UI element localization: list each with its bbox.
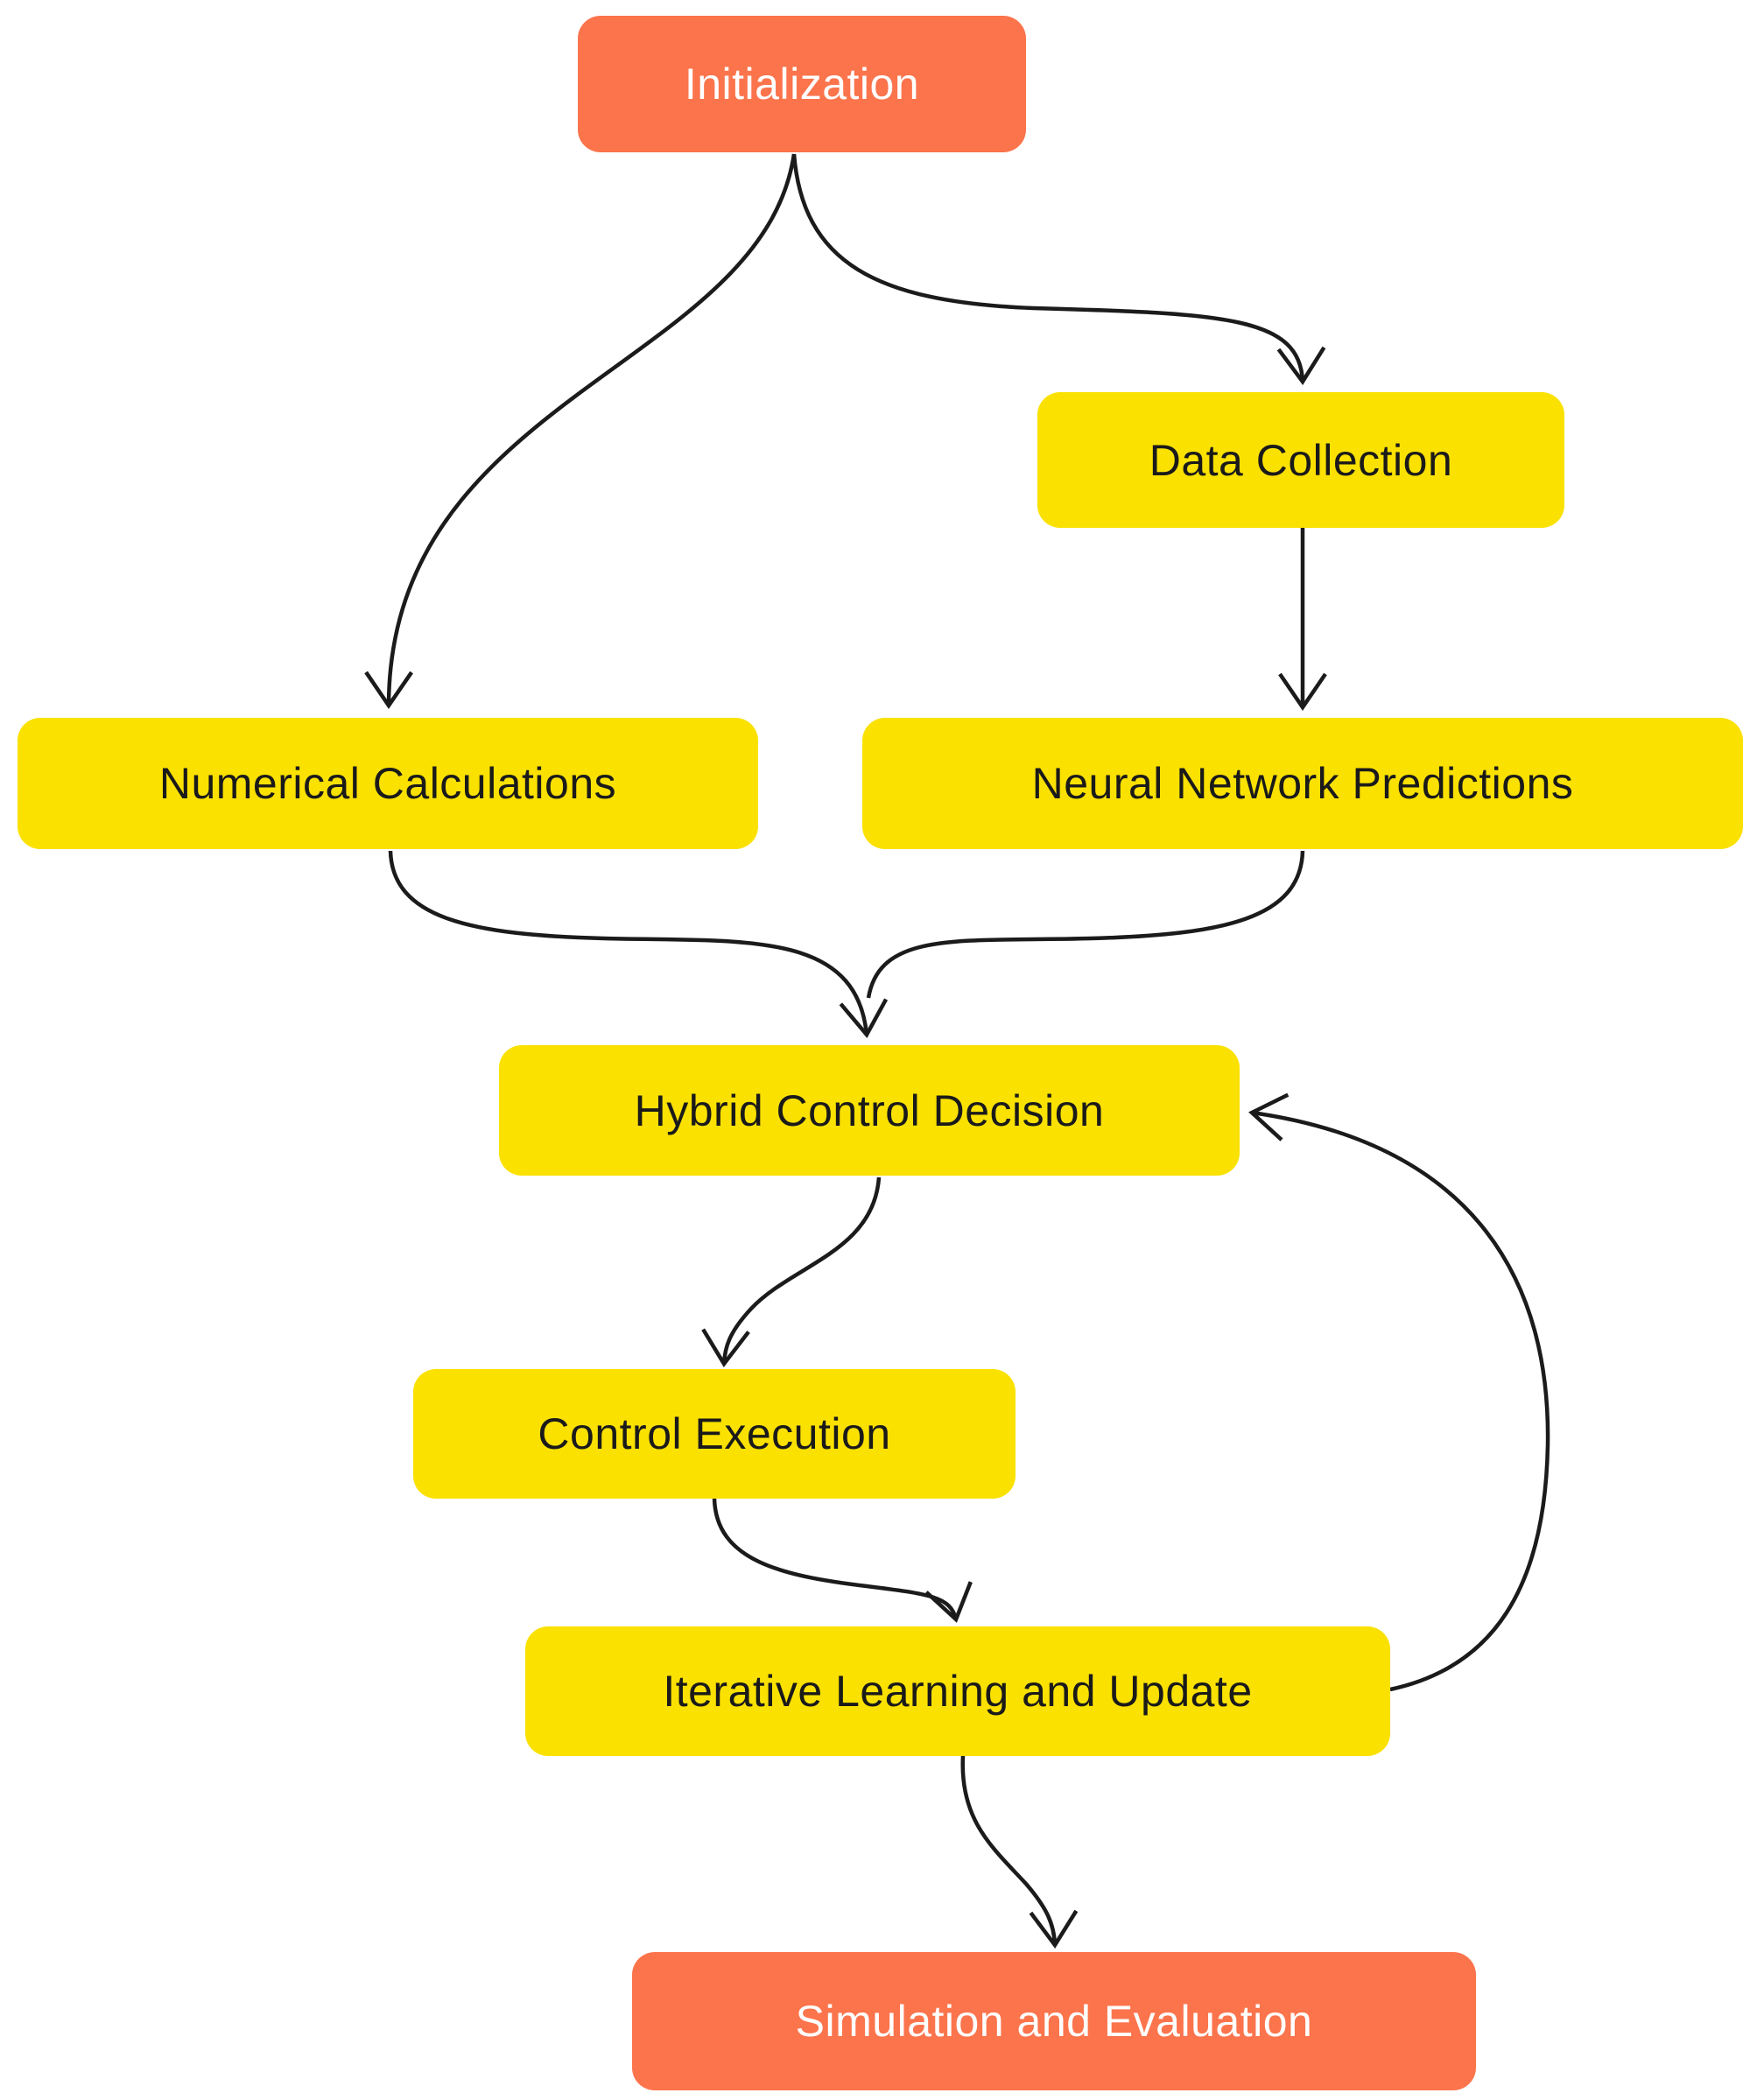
edge-initialization-to-data-collection (791, 153, 1326, 385)
edge-iterative-learning-and-update-to-hybrid-control-decision (1248, 1092, 1550, 1692)
edge-numerical-calculations-to-hybrid-control-decision (388, 850, 889, 1038)
edge-control-execution-to-iterative-learning-and-update (712, 1498, 973, 1623)
node-control-execution: Control Execution (413, 1369, 1016, 1499)
node-numerical-calculations: Numerical Calculations (18, 718, 758, 849)
edge-hybrid-control-decision-to-control-execution (701, 1176, 882, 1367)
node-data-collection: Data Collection (1037, 392, 1564, 528)
node-initialization: Initialization (578, 16, 1026, 152)
edge-neural-network-predictions-to-hybrid-control-decision (866, 850, 1305, 999)
node-neural-network-predictions: Neural Network Predictions (862, 718, 1743, 849)
node-simulation-and-evaluation: Simulation and Evaluation (632, 1952, 1476, 2090)
node-hybrid-control-decision: Hybrid Control Decision (499, 1045, 1240, 1176)
node-iterative-learning-and-update: Iterative Learning and Update (525, 1626, 1390, 1756)
edge-initialization-to-numerical-calculations (364, 153, 797, 709)
edge-iterative-learning-and-update-to-simulation-and-evaluation (960, 1755, 1079, 1949)
